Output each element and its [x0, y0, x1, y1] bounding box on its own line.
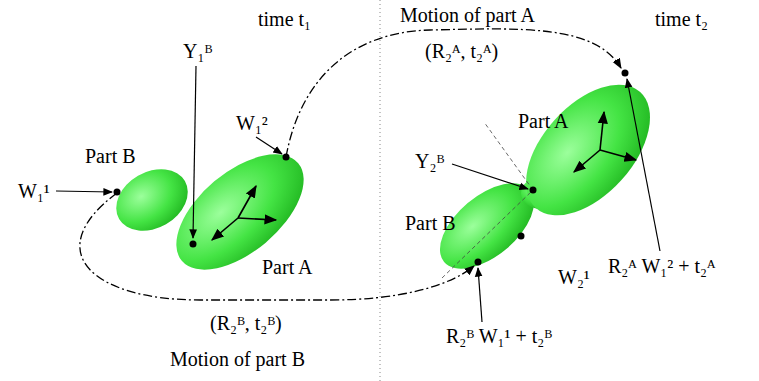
label: W₂¹	[558, 266, 590, 288]
label: R₂ᴬ W₁² + t₂ᴬ	[608, 255, 715, 277]
part-a-ellipsoid	[156, 133, 324, 292]
frame-axes	[212, 186, 276, 240]
point	[622, 70, 629, 77]
frame-axes	[574, 112, 636, 172]
point	[518, 233, 525, 240]
joint-axis	[442, 122, 533, 278]
label: Part A	[518, 110, 569, 132]
label: time t₂	[655, 8, 708, 30]
leader-lines	[56, 66, 282, 238]
point	[530, 187, 537, 194]
label: W₁²	[236, 112, 268, 134]
separator	[380, 0, 381, 381]
part-a-ellipsoid	[502, 62, 673, 238]
label: Motion of part B	[170, 348, 305, 370]
label: (R₂ᴮ, t₂ᴮ)	[210, 312, 282, 334]
point	[475, 259, 482, 266]
label: Part A	[262, 256, 313, 278]
point	[190, 241, 197, 248]
leader-lines	[452, 79, 660, 322]
label: W₁¹	[18, 180, 50, 202]
label: (R₂ᴬ, t₂ᴬ)	[425, 40, 498, 62]
label: Part B	[85, 145, 136, 167]
label: Motion of part A	[400, 4, 535, 26]
label: Part B	[405, 212, 456, 234]
label: time t₁	[258, 8, 311, 30]
label: Y₂ᴮ	[415, 150, 444, 172]
motion-paths	[80, 29, 621, 300]
label: R₂ᴮ W₁¹ + t₂ᴮ	[446, 325, 552, 347]
label: Y₁ᴮ	[183, 40, 212, 62]
